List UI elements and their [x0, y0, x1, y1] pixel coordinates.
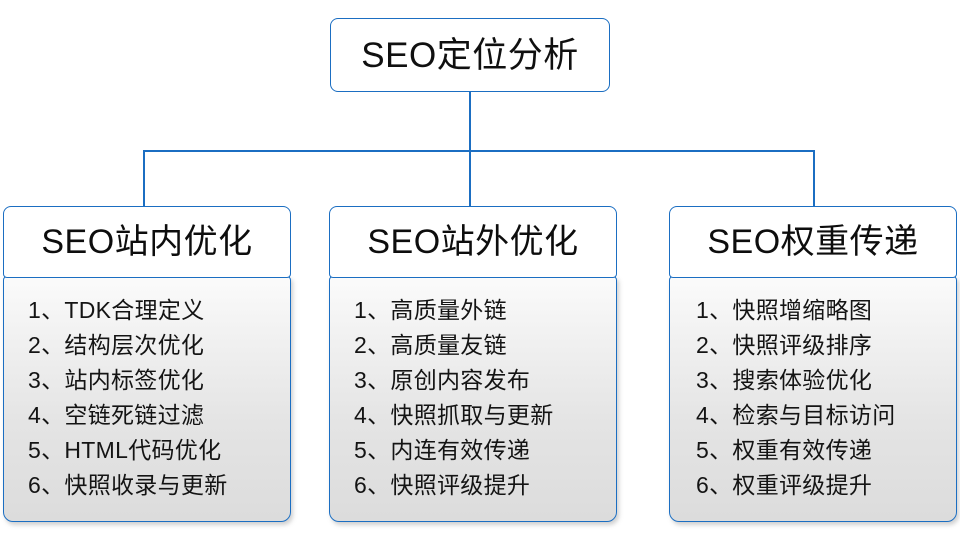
branch-3-list-panel: 1、快照增缩略图 2、快照评级排序 3、搜索体验优化 4、检索与目标访问 5、权… [669, 276, 957, 523]
connector-branch-3-vertical [813, 150, 815, 206]
branch-column-3: SEO权重传递 1、快照增缩略图 2、快照评级排序 3、搜索体验优化 4、检索与… [669, 206, 957, 523]
connector-horizontal-bus [143, 150, 814, 152]
branch-column-2: SEO站外优化 1、高质量外链 2、高质量友链 3、原创内容发布 4、快照抓取与… [329, 206, 617, 523]
list-item: 1、快照增缩略图 [696, 297, 873, 324]
connector-branch-2-vertical [469, 150, 471, 206]
list-item: 4、检索与目标访问 [696, 402, 896, 429]
list-item: 2、快照评级排序 [696, 332, 873, 359]
list-item: 6、快照收录与更新 [28, 472, 228, 499]
list-item: 5、HTML代码优化 [28, 437, 222, 464]
list-item: 3、搜索体验优化 [696, 367, 873, 394]
list-item: 1、TDK合理定义 [28, 297, 205, 324]
connector-branch-1-vertical [143, 150, 145, 206]
list-item: 5、权重有效传递 [696, 437, 873, 464]
branch-1-title: SEO站内优化 [41, 223, 253, 261]
list-item: 5、内连有效传递 [354, 437, 531, 464]
branch-2-header-box: SEO站外优化 [329, 206, 617, 278]
branch-column-1: SEO站内优化 1、TDK合理定义 2、结构层次优化 3、站内标签优化 4、空链… [3, 206, 291, 523]
list-item: 3、站内标签优化 [28, 367, 205, 394]
root-node-box: SEO定位分析 [330, 18, 610, 92]
list-item: 3、原创内容发布 [354, 367, 531, 394]
branch-3-title: SEO权重传递 [707, 223, 919, 261]
branch-2-title: SEO站外优化 [367, 223, 579, 261]
list-item: 2、结构层次优化 [28, 332, 205, 359]
list-item: 4、快照抓取与更新 [354, 402, 554, 429]
list-item: 6、快照评级提升 [354, 472, 531, 499]
list-item: 4、空链死链过滤 [28, 402, 205, 429]
branch-1-list-panel: 1、TDK合理定义 2、结构层次优化 3、站内标签优化 4、空链死链过滤 5、H… [3, 276, 291, 523]
list-item: 2、高质量友链 [354, 332, 507, 359]
connector-root-vertical [469, 92, 471, 151]
branch-1-header-box: SEO站内优化 [3, 206, 291, 278]
root-node-label: SEO定位分析 [361, 35, 579, 75]
list-item: 6、权重评级提升 [696, 472, 873, 499]
branch-2-list-panel: 1、高质量外链 2、高质量友链 3、原创内容发布 4、快照抓取与更新 5、内连有… [329, 276, 617, 523]
branch-3-header-box: SEO权重传递 [669, 206, 957, 278]
list-item: 1、高质量外链 [354, 297, 507, 324]
